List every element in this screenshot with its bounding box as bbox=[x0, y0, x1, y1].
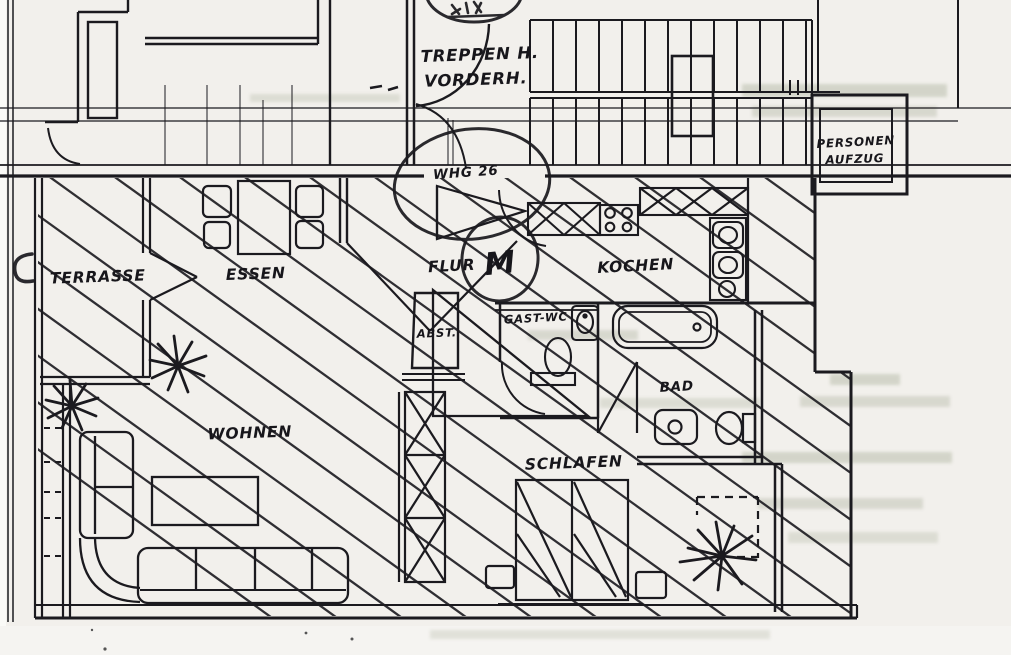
stairwell-label-line1: TREPPEN H. bbox=[420, 43, 539, 66]
ink-specks bbox=[90, 628, 354, 651]
wardrobe-column bbox=[397, 390, 447, 584]
scan-edge-lines bbox=[7, 0, 14, 622]
m-circle-annotation bbox=[460, 215, 540, 303]
storage-room bbox=[402, 291, 465, 381]
room-label-bathroom: BAD bbox=[659, 378, 694, 396]
entrance-door bbox=[435, 184, 529, 241]
elevator-label-line1: PERSONEN bbox=[816, 133, 895, 151]
handwritten-m: M bbox=[483, 244, 518, 283]
bed-group bbox=[484, 478, 668, 605]
kitchen-fixtures bbox=[526, 178, 750, 303]
plants bbox=[44, 334, 758, 592]
corridor-faint-lines bbox=[164, 85, 454, 165]
room-label-terrace: TERRASSE bbox=[50, 266, 146, 287]
apartment-top-wall bbox=[0, 164, 1011, 178]
apartment-unit-label: WHG 26 bbox=[433, 163, 500, 184]
entrance-circle-annotation bbox=[392, 127, 552, 241]
dining-furniture bbox=[201, 179, 325, 256]
dashed-wardrobe bbox=[695, 495, 760, 559]
elevator-shaft bbox=[789, 0, 959, 196]
ghost-text-smudges bbox=[250, 84, 952, 639]
room-label-living: WOHNEN bbox=[207, 423, 292, 444]
c-mark bbox=[12, 252, 35, 284]
top-partial-circle bbox=[426, 0, 522, 24]
terrace-window-dashes bbox=[44, 427, 62, 557]
staircase bbox=[529, 0, 819, 165]
elevator-label-line2: AUFZUG bbox=[824, 151, 884, 167]
terrace-walls bbox=[40, 178, 198, 618]
room-label-kitchen: KOCHEN bbox=[597, 255, 675, 277]
room-label-hall: FLUR bbox=[428, 256, 476, 276]
apartment-exterior-walls bbox=[33, 178, 859, 620]
cutoff-letter-strokes bbox=[450, 0, 483, 16]
room-label-storage: ABST. bbox=[416, 325, 458, 340]
corridor-walls bbox=[45, 0, 332, 165]
handwritten-annotations bbox=[12, 0, 552, 303]
bathroom-fixtures bbox=[611, 304, 757, 446]
text-labels: TREPPEN H. VORDERH. PERSONEN AUFZUG WHG … bbox=[50, 43, 896, 474]
room-label-dining: ESSEN bbox=[226, 264, 287, 284]
stairwell-label-line2: VORDERH. bbox=[424, 68, 528, 91]
guest-wc-fixtures bbox=[529, 304, 600, 387]
dining-walls-doors bbox=[338, 178, 592, 418]
stairwell-hall bbox=[369, 0, 491, 169]
room-label-guest-wc: GAST-WC bbox=[504, 309, 568, 326]
living-furniture bbox=[78, 430, 350, 605]
room-label-bedroom: SCHLAFEN bbox=[525, 452, 624, 473]
